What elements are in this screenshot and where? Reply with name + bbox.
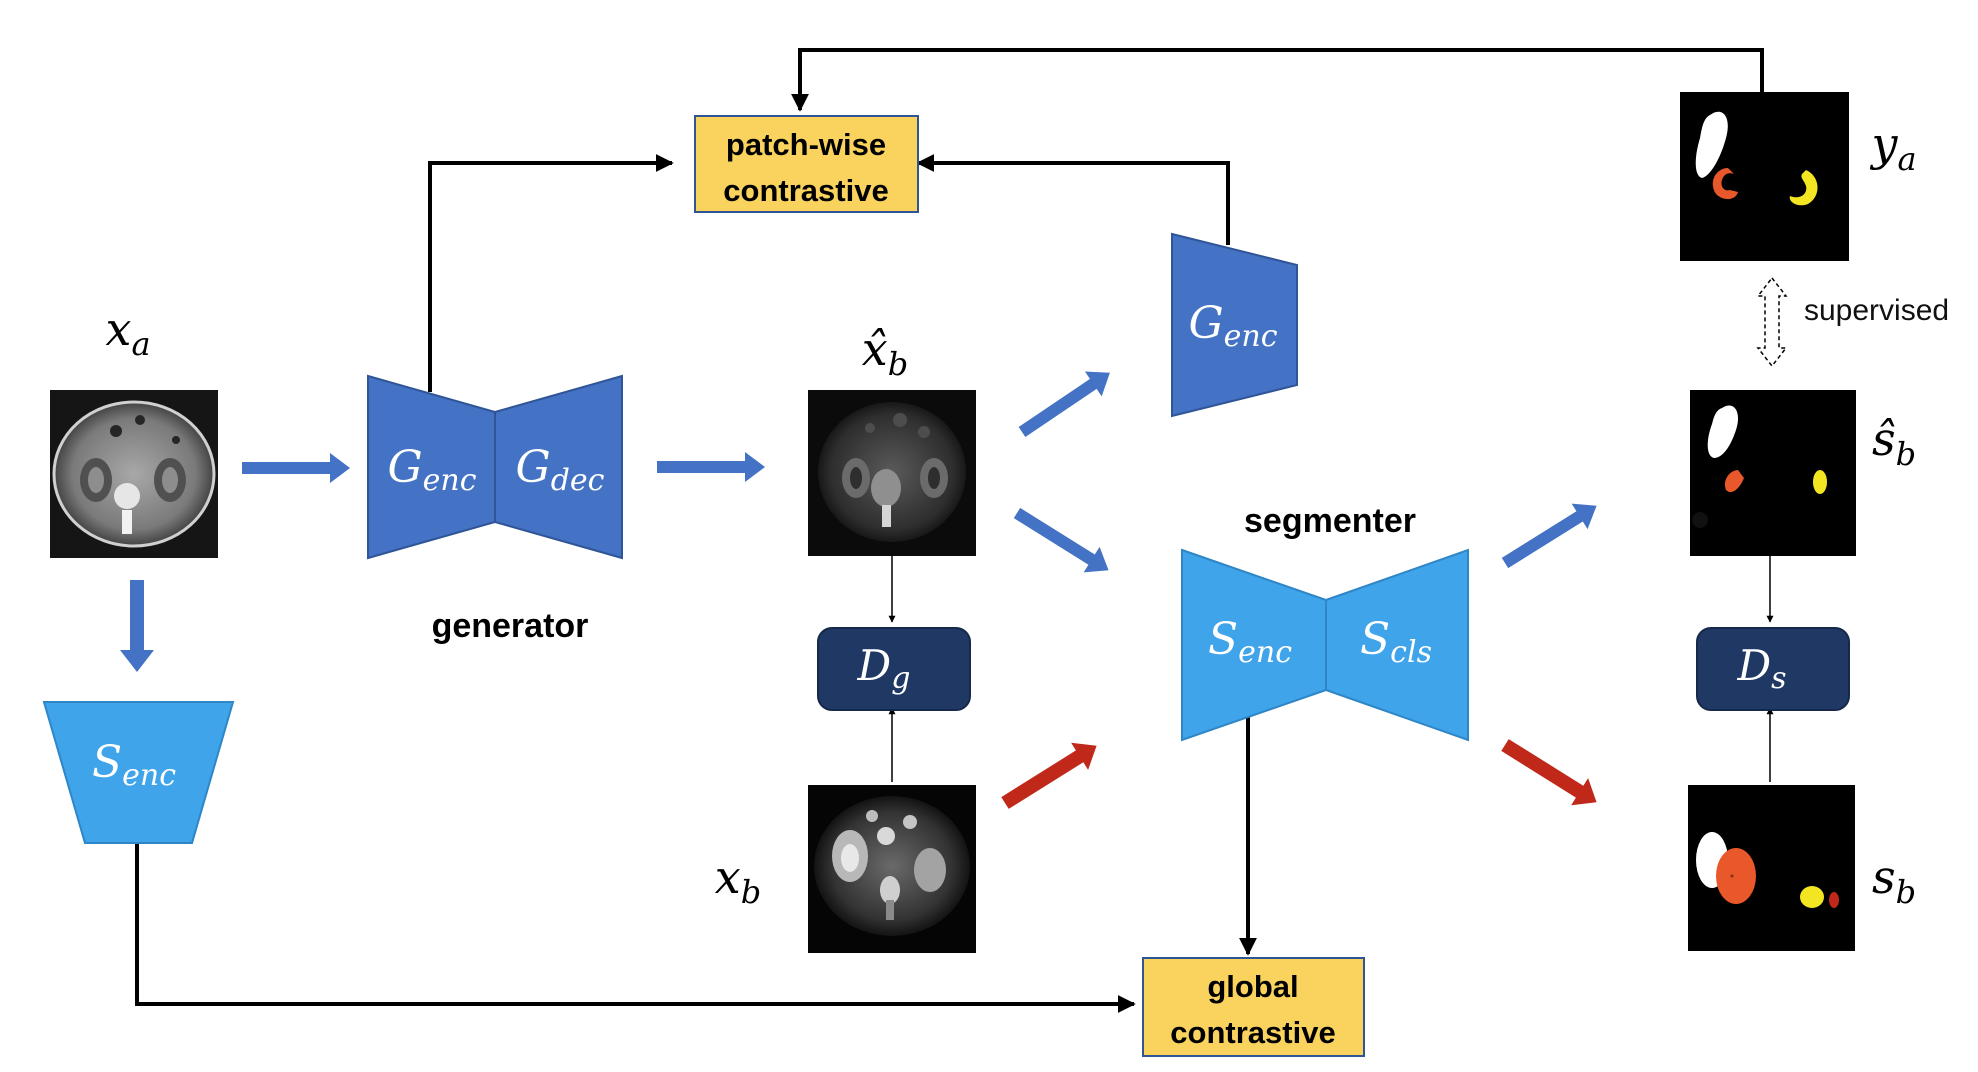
global-contrastive-box — [1142, 957, 1365, 1057]
label-y-a: ya — [1869, 117, 1916, 178]
global-contrastive-label-line1: global — [1207, 969, 1298, 1004]
patch-contrastive-label-line1: patch-wise — [726, 127, 886, 162]
generator-encoder-label: Genc — [387, 442, 476, 498]
flow-arrow-xa-to-senc — [120, 580, 154, 672]
label-x-b: xb — [715, 850, 761, 911]
discriminator-g-box — [817, 627, 971, 711]
generator-encoder-copy-label: Genc — [1188, 298, 1277, 354]
segmenter-encoder-label: Senc — [1208, 614, 1292, 670]
generated-mr-image-xhatb — [808, 390, 976, 556]
flow-arrow-segmenter-to-sb — [1501, 739, 1597, 806]
label-s-hat-b: ŝb — [1872, 412, 1916, 473]
supervised-label: supervised — [1804, 294, 1949, 327]
source-segmenter-encoder-label: Senc — [92, 737, 176, 793]
label-x-hat-b: x̂b — [862, 322, 908, 383]
mask-image-sb — [1688, 785, 1855, 951]
patch-contrastive-box — [694, 115, 919, 213]
discriminator-g-label: Dg — [857, 641, 911, 696]
label-s-b: sb — [1872, 850, 1916, 911]
generator-decoder-shape — [494, 374, 623, 560]
discriminator-s-label: Ds — [1736, 641, 1786, 696]
flow-arrow-xhatb-to-segmenter — [1013, 507, 1109, 573]
segmenter-classifier-label: Scls — [1360, 614, 1432, 670]
generator-encoder-copy-shape — [1171, 232, 1298, 418]
line-genc-to-patch — [428, 154, 674, 392]
supervised-double-arrow — [1756, 276, 1788, 368]
flow-arrow-xa-to-generator — [242, 453, 350, 483]
line-genc2-to-patch — [916, 154, 1230, 245]
global-contrastive-label-line2: contrastive — [1170, 1015, 1335, 1050]
flow-arrow-xhatb-to-genc2 — [1018, 371, 1110, 437]
flow-arrow-segmenter-to-shatb — [1501, 503, 1597, 569]
source-segmenter-encoder-shape — [42, 701, 235, 844]
label-x-a: xa — [105, 302, 150, 363]
line-senc-to-global — [135, 840, 1136, 1013]
patch-contrastive-label-line2: contrastive — [723, 173, 888, 208]
mask-image-ya — [1680, 92, 1849, 261]
generator-decoder-label: Gdec — [516, 442, 605, 498]
generator-title: generator — [432, 607, 589, 645]
discriminator-s-box — [1696, 627, 1850, 711]
mr-image-xb — [808, 785, 976, 953]
mask-image-shatb — [1690, 390, 1856, 556]
segmenter-title: segmenter — [1244, 502, 1416, 540]
flow-arrow-generator-to-xhatb — [657, 452, 765, 482]
ct-image-xa — [50, 390, 218, 558]
feedback-line-ya-to-patch — [791, 48, 1764, 112]
segmenter-classifier-shape — [1325, 548, 1469, 742]
flow-arrow-xb-to-segmenter — [1001, 742, 1097, 809]
